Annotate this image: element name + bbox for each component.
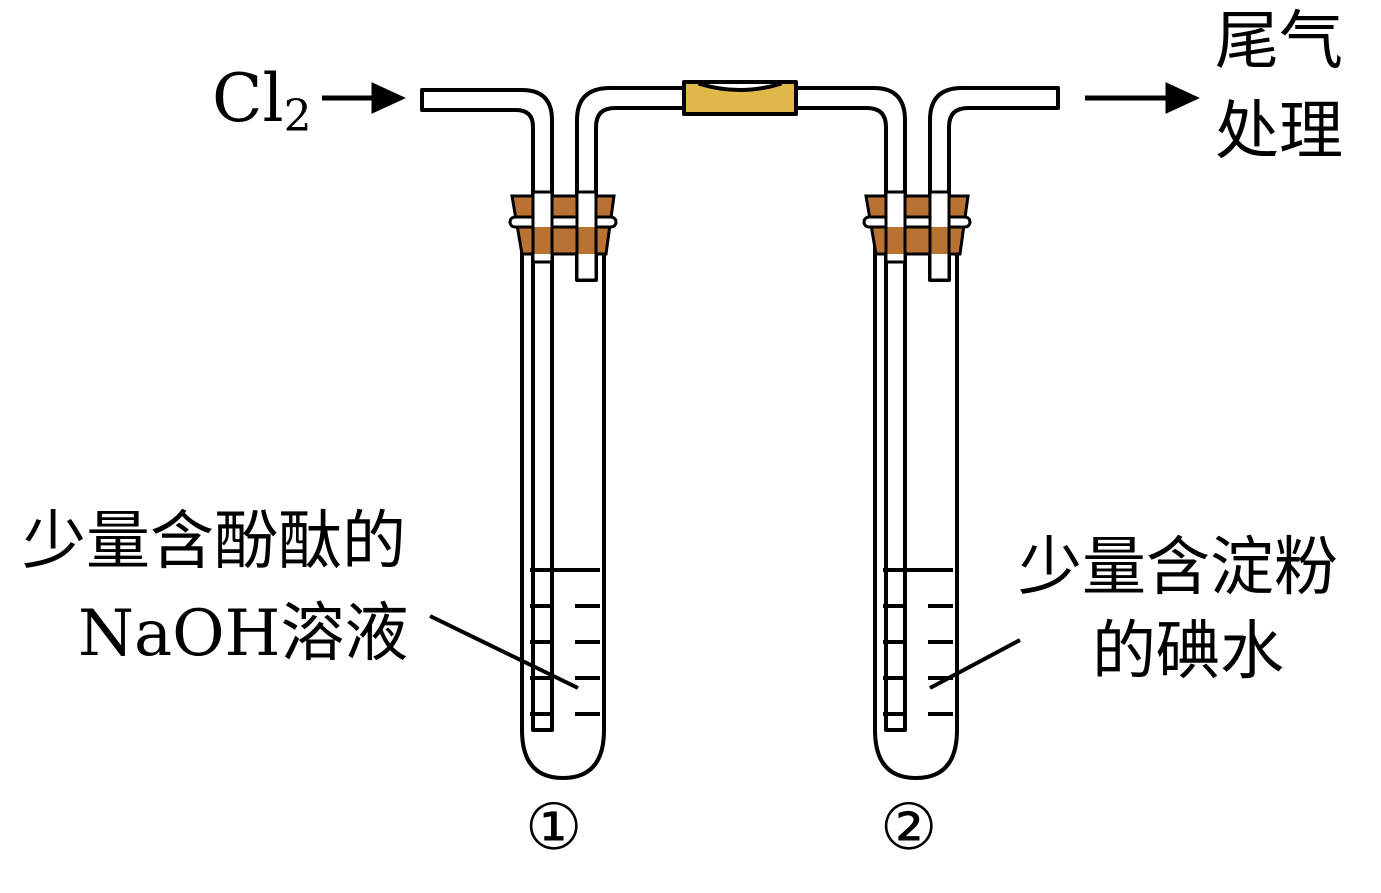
inlet-tube [420, 88, 554, 732]
tube2-solution-label-line1: 少量含淀粉 [1018, 531, 1338, 605]
tube1-solution-label-line2: NaOH溶液 [78, 597, 409, 671]
tube2-solution-label-line2: 的碘水 [1092, 615, 1284, 689]
tube2-number: ② [880, 791, 938, 865]
stopper-1-ring [508, 215, 618, 229]
test-tube-1 [520, 228, 606, 780]
tail-gas-label-line2: 处理 [1215, 95, 1343, 169]
tube1-solution-label-line1: 少量含酚酞的 [22, 505, 406, 579]
connecting-tube-right [794, 86, 907, 732]
stopper-2-ring [862, 215, 972, 229]
leader-line-1 [429, 614, 579, 690]
leader-line-2 [929, 638, 1021, 690]
rubber-connector [682, 80, 798, 116]
tube1-number: ① [525, 791, 583, 865]
chlorine-inlet-label: Cl2 [212, 60, 312, 142]
test-tube-2 [873, 228, 959, 780]
tail-gas-label-line1: 尾气 [1215, 5, 1343, 79]
